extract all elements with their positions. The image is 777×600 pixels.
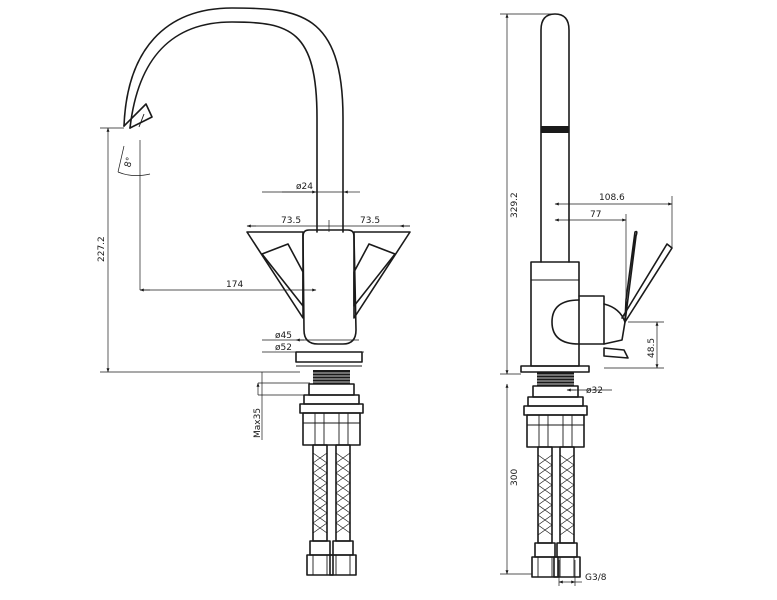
reach-label: 174 xyxy=(226,280,243,290)
front-spout xyxy=(123,7,344,233)
side-spout xyxy=(540,13,570,263)
side-shank xyxy=(523,372,588,448)
handle-right-label: 73.5 xyxy=(360,216,380,226)
pipe-diameter-label: ø24 xyxy=(296,182,313,192)
spout-angle-label: 8° xyxy=(123,156,135,168)
base-inner-diameter-label: ø45 xyxy=(275,331,292,341)
front-hoses xyxy=(306,444,357,576)
front-dimensions xyxy=(100,127,410,440)
side-body xyxy=(520,230,673,373)
handle-left-label: 73.5 xyxy=(281,216,301,226)
side-view: 329.2 108.6 77 48.5 ø32 300 G3/8 xyxy=(500,13,673,586)
lever-reach-label: 77 xyxy=(590,210,601,220)
hose-thread-label: G3/8 xyxy=(585,573,607,583)
height-label: 227.2 xyxy=(97,236,107,262)
lever-height-label: 48.5 xyxy=(647,338,657,358)
total-height-label: 329.2 xyxy=(510,192,520,218)
side-hoses xyxy=(531,446,581,578)
hose-length-label: 300 xyxy=(510,469,520,486)
front-body xyxy=(246,229,411,367)
base-outer-diameter-label: ø52 xyxy=(275,343,292,353)
side-dimensions xyxy=(500,13,673,586)
front-base-ring xyxy=(295,351,363,363)
front-shank xyxy=(299,370,364,446)
front-view: 8° ø24 73.5 73.5 174 227.2 ø45 ø52 Max35 xyxy=(97,7,411,576)
max-thickness-label: Max35 xyxy=(253,408,263,438)
shank-diameter-label: ø32 xyxy=(586,386,603,396)
spout-reach-label: 108.6 xyxy=(599,193,625,203)
